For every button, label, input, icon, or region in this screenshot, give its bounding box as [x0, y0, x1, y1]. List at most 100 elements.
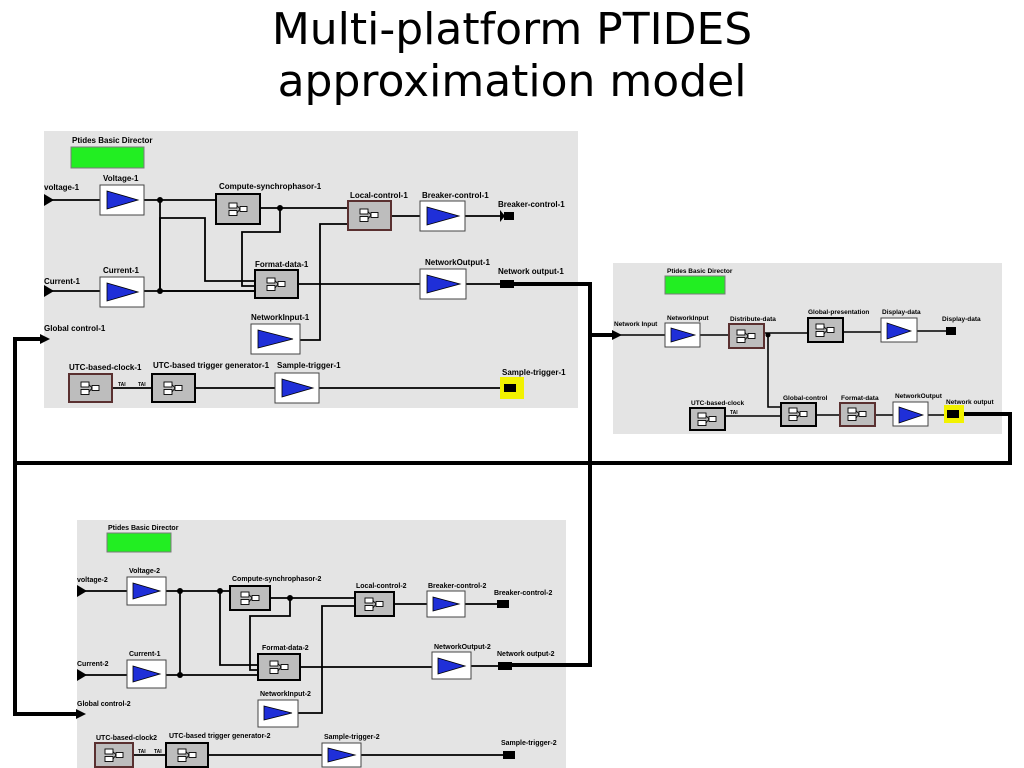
actor-label: NetworkOutput-2 — [434, 644, 491, 651]
breaker-control-2-output-port[interactable]: Breaker-control-2 — [494, 590, 552, 608]
voltage-1-actor[interactable]: Voltage-1 — [99, 174, 145, 216]
current-1-port-label: Current-1 — [44, 277, 81, 286]
actor-label: Current-1 — [129, 651, 161, 658]
actor-label: UTC-based-clock2 — [96, 735, 157, 742]
voltage-2-actor[interactable]: Voltage-2 — [126, 568, 167, 606]
compute-synchrophasor-2-actor[interactable]: Compute-synchrophasor-2 — [229, 576, 322, 611]
networkinput-1-actor[interactable]: NetworkInput-1 — [250, 313, 310, 355]
voltage-1-port-label: voltage-1 — [44, 183, 80, 192]
networkoutput-1-actor[interactable]: NetworkOutput-1 — [419, 258, 490, 300]
wires-platform-1 — [44, 199, 505, 389]
port-label: Network output — [946, 399, 994, 406]
sample-trigger-1-port[interactable]: Sample-trigger-1 — [500, 368, 566, 399]
scale-triangle-icon — [106, 282, 140, 302]
current-2-actor[interactable]: Current-1 — [126, 651, 167, 689]
actor-label: Compute-synchrophasor-1 — [219, 182, 322, 191]
network-wires — [13, 282, 1012, 716]
global-presentation-actor[interactable]: Global-presentation — [807, 309, 869, 343]
port-label: Network output-2 — [497, 651, 555, 658]
scale-triangle-icon — [886, 322, 913, 340]
tai-label: TAI — [118, 382, 126, 388]
voltage-2-port-label: voltage-2 — [77, 577, 108, 584]
platform-1-director[interactable]: Ptides Basic Director — [70, 136, 152, 169]
platform-1-panel — [44, 131, 578, 408]
current-2-port-label: Current-2 — [77, 661, 109, 668]
compute-synchrophasor-1-actor[interactable]: Compute-synchrophasor-1 — [215, 182, 322, 225]
format-data-1-actor[interactable]: Format-data-1 — [254, 260, 309, 299]
utc-clock-1-actor[interactable]: UTC-based-clock-1 TAI — [68, 363, 142, 403]
utc-clock-2-actor[interactable]: UTC-based-clock2 TAI — [94, 735, 157, 768]
networkinput-2-actor[interactable]: NetworkInput-2 — [257, 691, 311, 728]
output-port-icon — [504, 212, 514, 220]
networkinput-actor-p3[interactable]: NetworkInput — [664, 315, 709, 348]
actor-label: Breaker-control-1 — [422, 191, 489, 200]
actor-label: Compute-synchrophasor-2 — [232, 576, 322, 583]
slide-title: Multi-platform PTIDES approximation mode… — [0, 4, 1024, 108]
actor-label: Global-control — [783, 395, 828, 402]
tai-label: TAI — [730, 410, 738, 416]
display-data-actor[interactable]: Display-data — [880, 309, 921, 343]
tai-label: TAI — [138, 382, 146, 388]
voltage-1-port-icon — [44, 194, 54, 206]
actor-label: Format-data-1 — [255, 260, 309, 269]
actor-label: Format-data — [841, 395, 879, 402]
local-control-2-actor[interactable]: Local-control-2 — [354, 583, 407, 617]
format-data-2-actor[interactable]: Format-data-2 — [257, 645, 309, 681]
junctions — [157, 197, 771, 678]
port-label: Breaker-control-1 — [498, 200, 565, 209]
scale-triangle-icon — [426, 274, 462, 294]
tai-label: TAI — [154, 749, 162, 755]
networkoutput-2-actor[interactable]: NetworkOutput-2 — [431, 644, 491, 680]
actor-label: NetworkInput — [667, 315, 709, 322]
actor-label: UTC-based trigger generator-1 — [153, 361, 270, 370]
port-label: Display-data — [942, 316, 981, 323]
output-port-icon — [503, 751, 515, 759]
network-output-2-port[interactable]: Network output-2 — [497, 651, 555, 670]
scale-triangle-icon — [257, 329, 294, 349]
output-port-icon — [497, 600, 509, 608]
scale-triangle-icon — [132, 582, 162, 600]
global-control-1-port-label: Global control-1 — [44, 324, 106, 333]
global-control-2-port-label: Global control-2 — [77, 701, 131, 708]
breaker-control-1-actor[interactable]: Breaker-control-1 — [419, 191, 489, 232]
actor-label: Local-control-1 — [350, 191, 408, 200]
sample-trigger-2-port[interactable]: Sample-trigger-2 — [501, 740, 557, 759]
breaker-control-1-output-port[interactable]: Breaker-control-1 — [498, 200, 565, 222]
actor-label: Current-1 — [103, 266, 140, 275]
actor-label: NetworkInput-2 — [260, 691, 311, 698]
output-port-icon — [500, 280, 514, 288]
scale-triangle-icon — [437, 657, 467, 675]
voltage-2-port-icon — [77, 585, 87, 597]
sample-trigger-1-actor[interactable]: Sample-trigger-1 — [274, 361, 341, 404]
networkoutput-actor-p3[interactable]: NetworkOutput — [892, 393, 943, 427]
slide-title-line-2: approximation model — [277, 56, 747, 107]
network-arrows — [40, 330, 622, 719]
scale-triangle-icon — [898, 406, 925, 424]
distribute-data-actor[interactable]: Distribute-data — [728, 316, 776, 349]
port-label: Sample-trigger-1 — [502, 368, 566, 377]
platform-2-director[interactable]: Ptides Basic Director — [106, 525, 179, 553]
utc-clock-actor-p3[interactable]: UTC-based-clock TAI — [689, 400, 744, 431]
actor-label: Breaker-control-2 — [428, 583, 486, 590]
utc-trigger-generator-1-actor[interactable]: UTC-based trigger generator-1 TAI — [138, 361, 270, 403]
actor-label: Sample-trigger-2 — [324, 734, 380, 741]
tai-label: TAI — [138, 749, 146, 755]
port-label: Breaker-control-2 — [494, 590, 552, 597]
local-control-1-actor[interactable]: Local-control-1 — [347, 191, 408, 231]
output-port-icon — [498, 662, 512, 670]
format-data-actor-p3[interactable]: Format-data — [839, 395, 879, 427]
scale-triangle-icon — [132, 665, 162, 683]
current-1-actor[interactable]: Current-1 — [99, 266, 145, 308]
director-icon — [70, 146, 145, 169]
global-control-actor[interactable]: Global-control — [780, 395, 828, 427]
breaker-control-2-actor[interactable]: Breaker-control-2 — [426, 583, 486, 618]
display-data-output-port[interactable]: Display-data — [942, 316, 981, 335]
director-label: Ptides Basic Director — [72, 136, 152, 145]
sample-trigger-2-actor[interactable]: Sample-trigger-2 — [321, 734, 380, 768]
network-output-1-port[interactable]: Network output-1 — [498, 267, 564, 288]
actor-label: Display-data — [882, 309, 921, 316]
network-output-port-p3[interactable]: Network output — [944, 399, 994, 423]
output-port-icon — [947, 410, 959, 418]
platform-3-director[interactable]: Ptides Basic Director — [664, 268, 733, 295]
utc-trigger-generator-2-actor[interactable]: UTC-based trigger generator-2 TAI — [154, 733, 271, 768]
